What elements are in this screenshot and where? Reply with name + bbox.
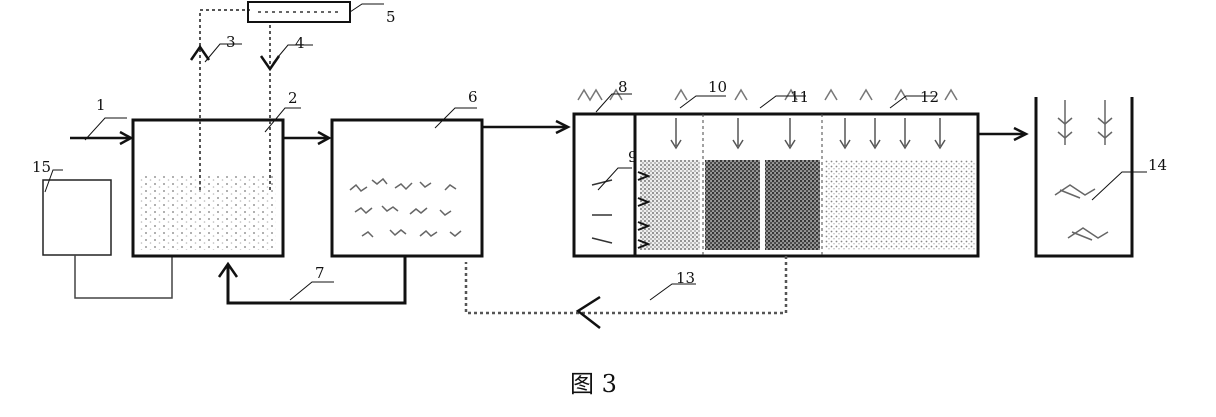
label-9: 9 (628, 148, 638, 166)
unit-2-tank (133, 120, 283, 256)
return-line-7 (219, 256, 405, 303)
label-13: 13 (676, 269, 695, 287)
label-1: 1 (96, 96, 106, 114)
arrow-2-to-6 (283, 132, 329, 144)
reactor-tank (574, 114, 978, 256)
label-12: 12 (920, 88, 939, 106)
label-3: 3 (226, 33, 236, 51)
label-6: 6 (468, 88, 478, 106)
label-11: 11 (790, 88, 809, 106)
recycle-line-13 (466, 256, 786, 328)
label-15: 15 (32, 158, 51, 176)
label-14: 14 (1148, 156, 1167, 174)
unit-6-tank (332, 120, 482, 256)
label-10: 10 (708, 78, 727, 96)
label-7: 7 (315, 264, 325, 282)
label-4: 4 (295, 34, 305, 52)
label-5: 5 (386, 8, 396, 26)
top-plants (578, 90, 957, 100)
label-8: 8 (618, 78, 628, 96)
figure-caption: 图 3 (570, 370, 617, 398)
inlet-arrow-1 (70, 132, 131, 144)
outlet-arrow (978, 128, 1026, 140)
arrow-6-to-reactor (482, 121, 568, 133)
unit-5-box (248, 2, 350, 22)
label-2: 2 (288, 89, 298, 107)
up-arrow-3 (191, 47, 209, 60)
